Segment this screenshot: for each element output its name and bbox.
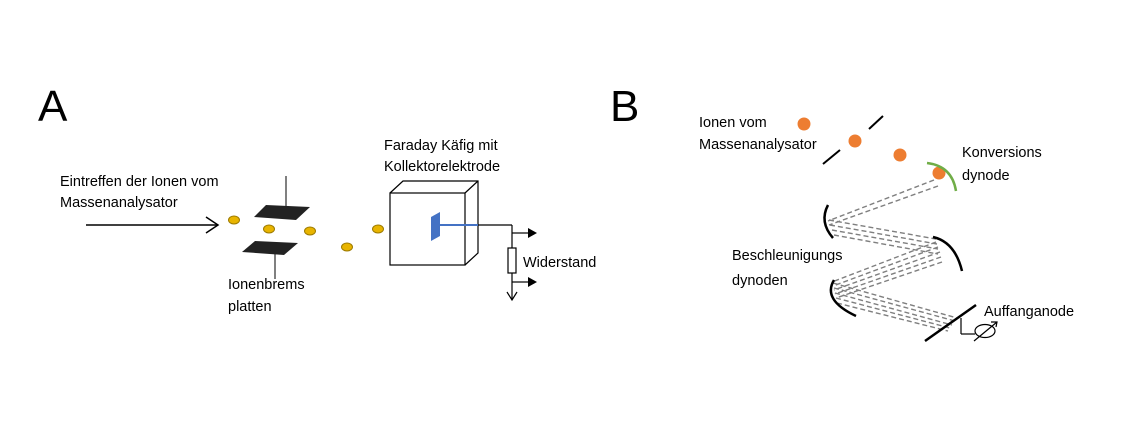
accelerating-dynodes [823, 204, 964, 318]
dynode-1 [823, 204, 834, 239]
upper-plate [254, 205, 310, 220]
retarding-plates [242, 176, 310, 279]
ion [372, 224, 384, 234]
lower-plate [242, 241, 298, 255]
resistor-circuit [478, 224, 537, 302]
ion [263, 224, 275, 234]
ions-label-line1: Ionen vom [699, 115, 767, 131]
ion [797, 117, 811, 131]
ions-a [228, 214, 422, 252]
conversion-label-line1: Konversions [962, 145, 1042, 161]
panel-b: B Ionen vom Massenanalysator Konversions… [610, 82, 1074, 343]
entrance-slit [822, 115, 884, 165]
meter-icon [973, 321, 998, 342]
accel-label-line1: Beschleunigungs [732, 248, 842, 264]
ion [304, 226, 316, 236]
incoming-arrow [86, 216, 220, 234]
plates-label-line1: Ionenbrems [228, 277, 305, 293]
incoming-ions-label-line2: Massenanalysator [60, 195, 178, 211]
panel-a-letter: A [38, 82, 68, 131]
ions-b [797, 117, 946, 180]
output-arrow-upper [528, 228, 537, 238]
dynode-3 [829, 279, 857, 318]
ion [932, 166, 946, 180]
panel-b-letter: B [610, 82, 639, 131]
output-arrow-lower [528, 277, 537, 287]
faraday-label-line2: Kollektorelektrode [384, 159, 500, 175]
ion [893, 148, 907, 162]
faraday-label-line1: Faraday Käfig mit [384, 138, 498, 154]
panel-a: A Eintreffen der Ionen vom Massenanalysa… [38, 82, 596, 315]
incoming-ions-label-line1: Eintreffen der Ionen vom [60, 174, 219, 190]
plates-label-line2: platten [228, 299, 272, 315]
resistor-label: Widerstand [523, 255, 596, 271]
dynode-2 [932, 235, 964, 272]
faraday-cage [389, 180, 479, 266]
electron-paths [827, 179, 958, 332]
collection-anode [924, 303, 998, 343]
ground-symbol [506, 291, 518, 302]
accel-label-line2: dynoden [732, 273, 788, 289]
ion [228, 215, 240, 225]
ions-label-line2: Massenanalysator [699, 137, 817, 153]
conversion-dynode [926, 161, 958, 192]
resistor [507, 247, 517, 274]
collector-electrode [431, 212, 440, 241]
anode-label: Auffanganode [984, 304, 1074, 320]
ion [848, 134, 862, 148]
ion [341, 242, 353, 252]
conversion-label-line2: dynode [962, 168, 1010, 184]
